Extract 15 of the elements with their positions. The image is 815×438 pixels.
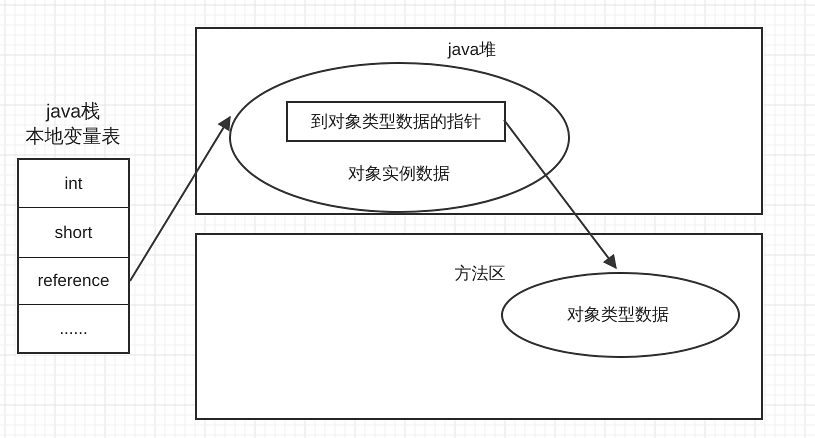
- heap-box: [195, 27, 763, 215]
- table-cell: short: [17, 208, 130, 259]
- pointer-box: 到对象类型数据的指针: [286, 101, 506, 142]
- method-area-box: [195, 233, 763, 420]
- stack-heading: 本地变量表: [26, 126, 120, 150]
- stack-heading: java栈: [46, 102, 100, 124]
- table-cell: int: [17, 158, 130, 209]
- table-cell: reference: [17, 258, 130, 306]
- arrow: [503, 119, 617, 270]
- arrow: [129, 116, 231, 282]
- ellipse-label: 对象实例数据: [348, 164, 450, 184]
- box-heading: 方法区: [454, 264, 506, 284]
- ellipse-label: 对象类型数据: [567, 304, 669, 326]
- table-cell: ......: [17, 305, 130, 354]
- box-heading: java堆: [448, 40, 496, 60]
